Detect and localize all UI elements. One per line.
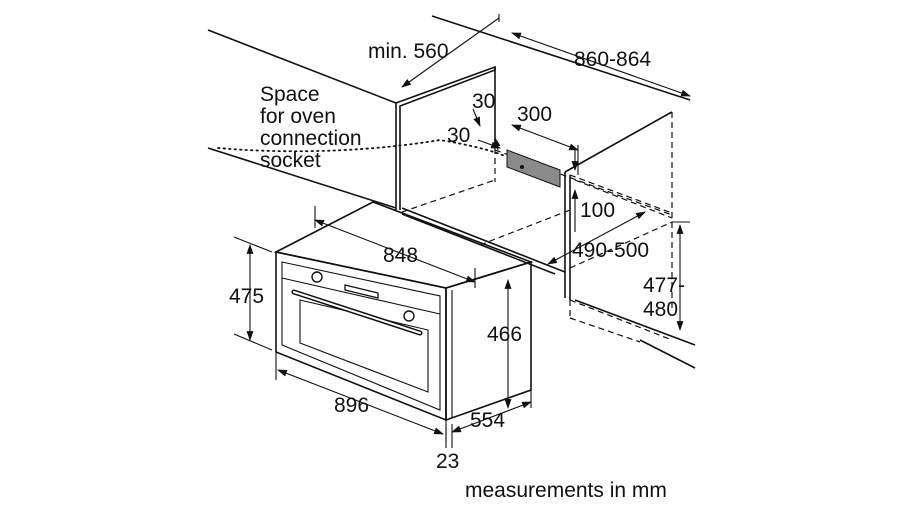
label-socket-note-2: for oven — [260, 105, 336, 128]
dim-oven-top-width — [314, 219, 476, 283]
units-note: measurements in mm — [465, 479, 667, 502]
label-oven-width: 896 — [334, 394, 369, 417]
cabinet-top-back-edge — [431, 15, 691, 101]
cabinet-shelf-edge — [401, 207, 566, 273]
knob-icon — [311, 271, 323, 283]
niche-floor-diag — [479, 209, 571, 246]
cabinet-shelf-edge-inner — [401, 213, 556, 275]
handle-icon-highlight — [293, 291, 421, 334]
dim-niche-width — [511, 32, 691, 97]
label-socket-note-1: Space — [260, 83, 320, 106]
label-socket-note-4: socket — [260, 149, 321, 172]
dim-oven-width — [277, 369, 444, 435]
label-socket-width: 300 — [517, 103, 552, 126]
label-niche-depth: 490-500 — [572, 239, 649, 262]
socket-screw — [520, 165, 524, 169]
label-socket-offset-side: 30 — [447, 124, 470, 147]
label-niche-height-2: 480 — [643, 298, 678, 321]
dim-oven-height-ext-bottom — [233, 333, 273, 351]
label-front-thickness: 23 — [436, 450, 459, 473]
dim-oven-depth — [451, 401, 532, 433]
label-oven-top-width: 848 — [383, 244, 418, 267]
socket-leader-dots — [217, 139, 506, 157]
cabinet-left-panel — [395, 65, 496, 210]
niche-right-rail — [574, 179, 673, 219]
dim-socket-offset-side — [477, 139, 501, 149]
cabinet-right-panel — [564, 111, 673, 173]
cabinet-top-board-edge — [207, 29, 397, 104]
label-niche-height-1: 477- — [643, 274, 685, 297]
counter-left-edge — [207, 147, 397, 209]
dim-oven-height-ext-top — [233, 236, 273, 253]
socket-area — [506, 149, 561, 188]
oven-control-strip — [281, 277, 441, 315]
label-oven-body-height: 466 — [487, 323, 522, 346]
label-niche-width: 860-864 — [574, 48, 651, 71]
niche-right-bottom — [569, 299, 673, 341]
dim-socket-offset-top — [472, 108, 481, 127]
dim-socket-width — [511, 124, 579, 151]
labels: min. 560 860-864 Space for oven connecti… — [229, 40, 685, 502]
label-oven-depth: 554 — [470, 409, 505, 432]
dim-min-depth — [401, 17, 500, 88]
oven-connection-socket — [506, 149, 561, 188]
display-icon — [344, 284, 379, 299]
counter-right-edge — [574, 299, 696, 346]
niche-back-bottom-edge — [401, 179, 496, 213]
oven — [273, 201, 534, 422]
niche-lower-edge — [569, 317, 641, 343]
label-socket-height: 100 — [580, 199, 615, 222]
label-socket-note-3: connection — [260, 127, 362, 150]
counter-right-edge-lower — [639, 339, 696, 369]
label-oven-height: 475 — [229, 285, 264, 308]
niche-right-top-edge — [569, 174, 673, 214]
label-socket-offset-top: 30 — [472, 90, 495, 113]
dimension-lines — [233, 14, 691, 448]
knob-icon — [403, 310, 415, 322]
dim-niche-depth — [547, 211, 646, 265]
label-min-depth: min. 560 — [368, 40, 449, 63]
